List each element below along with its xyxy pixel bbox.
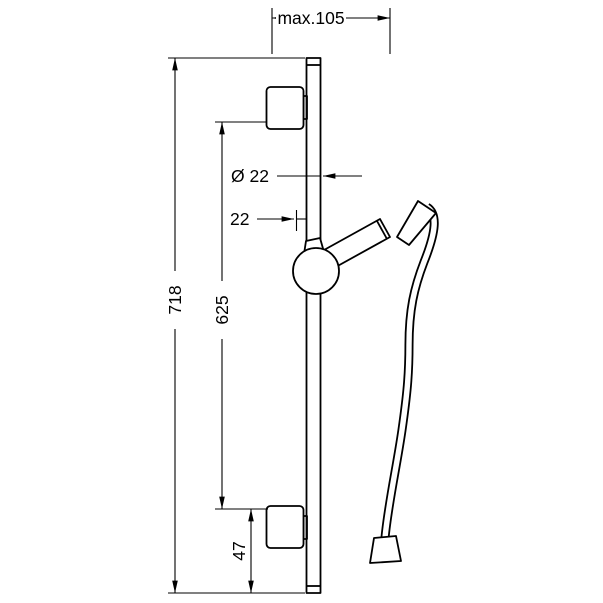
label-bracket-spacing: 625 [212,295,232,324]
bottom-wall-bracket [265,505,308,549]
dim-bracket-spacing: 625 [212,121,268,510]
hose-end-fitting [369,535,402,564]
dimensions: max.105 718 625 Ø 22 22 [165,8,391,594]
label-overall-length: 718 [165,285,185,314]
hose-connector [396,200,437,246]
wall-bar [305,57,322,594]
label-bar-diameter: Ø 22 [231,166,269,186]
dim-bottom-offset: 47 [229,508,254,594]
dim-overall-length: 718 [165,57,305,594]
shower-hose [380,203,439,539]
shower-rail-assembly [265,57,439,594]
dim-slider-offset: 22 [230,209,306,231]
label-bottom-offset: 47 [229,541,249,560]
dim-max-width: max.105 [271,8,391,54]
top-wall-bracket [265,86,308,130]
label-max-width: max.105 [277,8,344,28]
slider-body [292,247,340,295]
label-slider-offset: 22 [230,209,249,229]
dim-bar-diameter: Ø 22 [231,166,362,186]
